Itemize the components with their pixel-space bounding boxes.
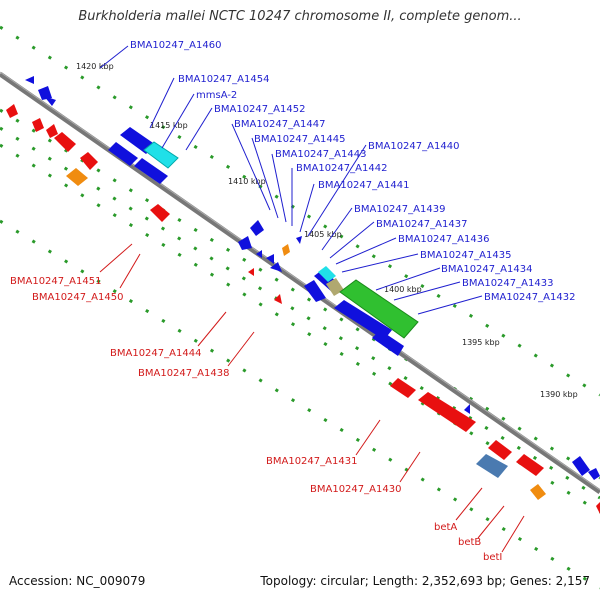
gene-block (334, 300, 392, 340)
genome-info-text: Topology: circular; Length: 2,352,693 bp… (260, 574, 590, 588)
gene-label: BMA10247_A1460 (130, 40, 221, 51)
gene-block (418, 392, 476, 432)
gene-label: BMA10247_A1454 (178, 74, 269, 85)
tick-label: 1405 kbp (304, 230, 342, 239)
gene-block (304, 280, 326, 302)
gene-block (134, 158, 168, 184)
tick-label: 1400 kbp (384, 285, 422, 294)
gene-block (516, 454, 544, 476)
gene-arrow (588, 468, 600, 480)
gene-betI (530, 484, 546, 500)
dotted-track-inner-lower (0, 126, 600, 500)
gene-block (150, 204, 170, 222)
gene-betA (476, 454, 508, 478)
gene-arrow (25, 76, 34, 84)
gene-label: BMA10247_A1447 (234, 119, 325, 130)
gene-block (390, 378, 416, 398)
gene-green (339, 279, 419, 339)
gene-label: BMA10247_A1430 (310, 484, 401, 495)
gene-label: BMA10247_A1432 (484, 292, 575, 303)
gene-label: BMA10247_A1444 (110, 348, 201, 359)
gene-label: BMA10247_A1442 (296, 163, 387, 174)
gene-arrow (266, 254, 274, 264)
reverse-genes (6, 104, 600, 514)
gene-arrow (250, 220, 264, 236)
tick-label: 1420 kbp (76, 62, 114, 71)
gene-label: BMA10247_A1440 (368, 141, 459, 152)
gene-orange-small (282, 244, 290, 256)
gene-mmsA-2 (143, 141, 179, 169)
gene-orange (66, 168, 88, 186)
gene-arrow (270, 262, 282, 272)
gene-arrow (32, 118, 44, 132)
tick-label: 1415 kbp (150, 121, 188, 130)
tick-label: 1410 kbp (228, 177, 266, 186)
gene-label: BMA10247_A1443 (275, 149, 366, 160)
gene-arrow (6, 104, 18, 118)
gene-arrow (248, 268, 254, 276)
gene-block (372, 330, 404, 356)
gene-label: BMA10247_A1435 (420, 250, 511, 261)
gene-block (488, 440, 512, 460)
gene-label: BMA10247_A1441 (318, 180, 409, 191)
gene-label: betB (458, 537, 481, 548)
gene-label: BMA10247_A1438 (138, 368, 229, 379)
gene-label: BMA10247_A1450 (32, 292, 123, 303)
gene-cyan-small (318, 266, 336, 282)
gene-arrow (256, 250, 262, 258)
gene-block (108, 142, 138, 166)
gene-label: betA (434, 522, 457, 533)
gene-label: BMA10247_A1437 (376, 219, 467, 230)
gene-label: BMA10247_A1452 (214, 104, 305, 115)
gene-label: BMA10247_A1436 (398, 234, 489, 245)
gene-arrow (274, 294, 282, 304)
gene-label: BMA10247_A1451 (10, 276, 101, 287)
tick-label: 1395 kbp (462, 338, 500, 347)
gene-label: BMA10247_A1439 (354, 204, 445, 215)
gene-label: betI (483, 552, 502, 563)
gene-arrow (46, 124, 58, 138)
gene-arrow (38, 86, 52, 100)
gene-khaki (326, 278, 344, 296)
gene-arrow (572, 456, 590, 476)
gene-block (54, 132, 76, 152)
genome-axis-highlight (0, 71, 600, 491)
tick-label: 1390 kbp (540, 390, 578, 399)
top-leader-lines (99, 45, 483, 315)
gene-label: mmsA-2 (196, 90, 237, 101)
gene-arrow (596, 502, 600, 514)
dotted-track-upper (0, 25, 600, 397)
gene-arrow (80, 152, 98, 170)
gene-arrow (44, 96, 56, 106)
bottom-leader-lines (99, 243, 525, 553)
gene-label: BMA10247_A1433 (462, 278, 553, 289)
gene-arrow (238, 236, 252, 250)
gene-arrow (464, 404, 470, 414)
accession-text: Accession: NC_009079 (9, 574, 146, 588)
gene-label: BMA10247_A1445 (254, 134, 345, 145)
gene-arrow (296, 236, 302, 244)
genome-axis (0, 71, 600, 495)
gene-label: BMA10247_A1431 (266, 456, 357, 467)
map-title: Burkholderia mallei NCTC 10247 chromosom… (78, 9, 522, 24)
gene-label: BMA10247_A1434 (441, 264, 532, 275)
